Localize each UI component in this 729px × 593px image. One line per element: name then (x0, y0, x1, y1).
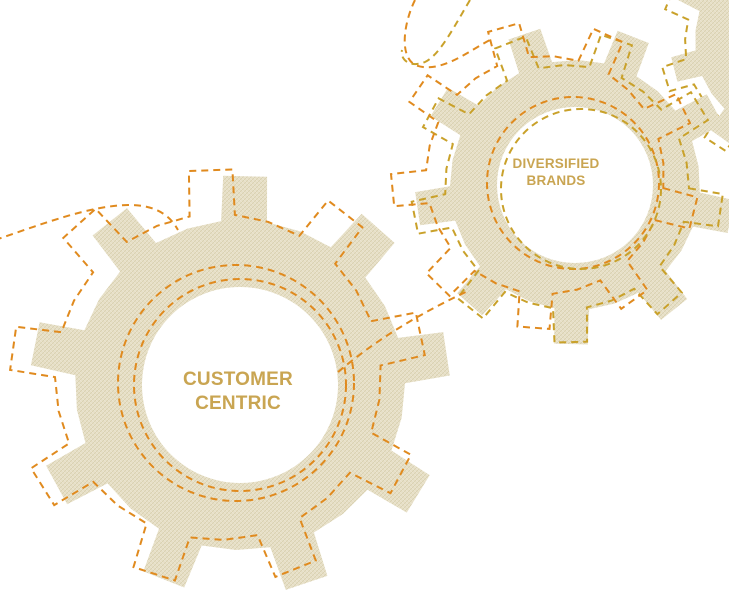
gear-customer-centric (8, 168, 450, 590)
customer-centric-line-1: CUSTOMER (183, 369, 293, 390)
customer-centric-label: CUSTOMER CENTRIC (158, 368, 318, 416)
connector-curve-top-2 (400, 0, 471, 66)
connector-line-between-gears (337, 289, 471, 373)
gear-diversified-brands (389, 21, 729, 345)
customer-centric-line-2: CENTRIC (195, 392, 281, 414)
diversified-brands-label: DIVERSIFIED BRANDS (496, 156, 616, 190)
connector-curve-left (0, 203, 179, 240)
gear-top-right-partial (661, 0, 729, 153)
connector-curve-top (403, 0, 491, 69)
diversified-brands-line-2: BRANDS (526, 172, 586, 188)
diversified-brands-line-1: DIVERSIFIED (512, 156, 600, 171)
